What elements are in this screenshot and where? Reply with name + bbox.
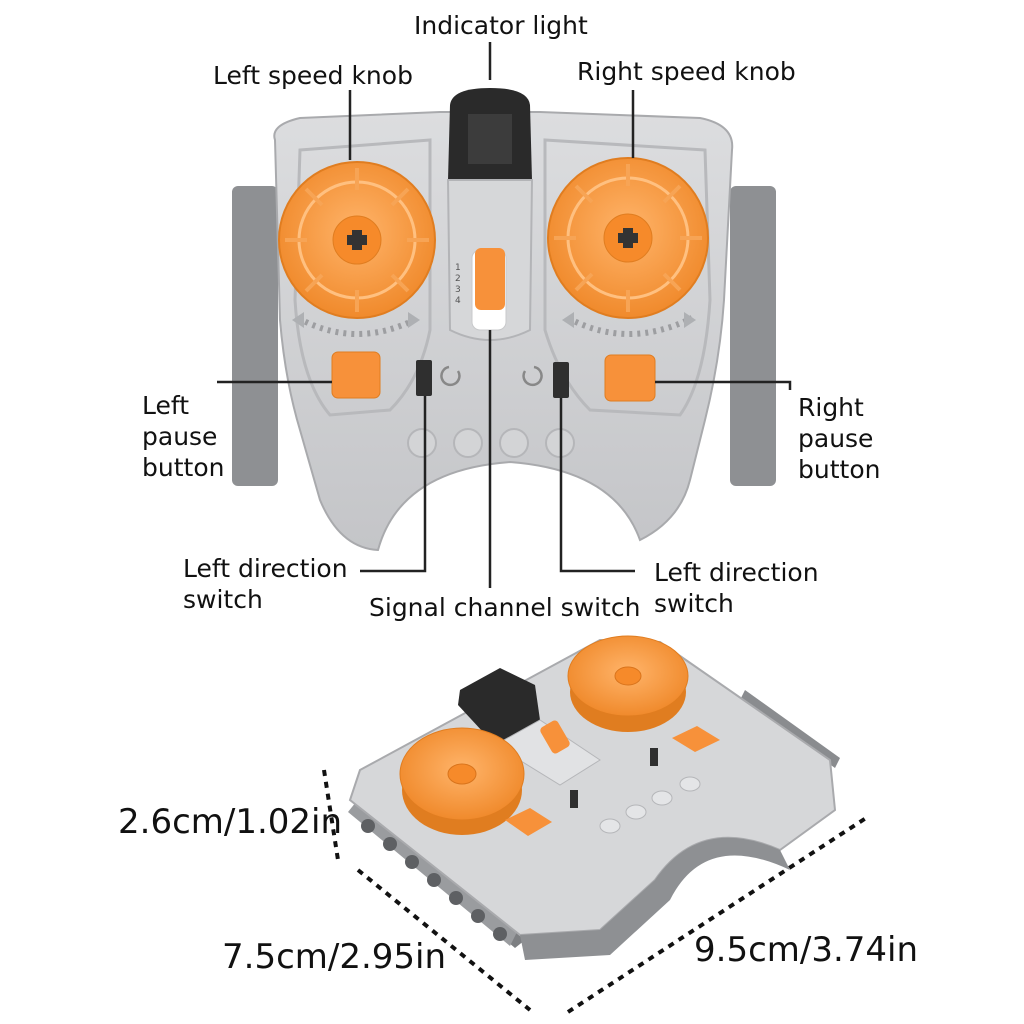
leader-lines	[217, 42, 792, 588]
left-panel-ridge	[293, 138, 432, 417]
iso-right-direction-switch	[650, 748, 658, 766]
iso-left-knob	[399, 727, 525, 835]
channel-number: 4	[455, 296, 461, 306]
rotate-icon	[440, 365, 461, 387]
label-left-pause-button: Left pause button	[142, 391, 225, 482]
label-left-direction-switch: Left direction switch	[183, 554, 348, 614]
label-right-speed-knob: Right speed knob	[577, 57, 796, 86]
right-panel-ridge	[543, 138, 712, 417]
left-side-rail	[232, 186, 278, 486]
scale-arrow-icon	[292, 312, 304, 328]
right-side-rail	[730, 186, 776, 486]
scale-arrow-icon	[562, 312, 574, 328]
label-left-speed-knob: Left speed knob	[213, 61, 413, 90]
label-indicator-light: Indicator light	[414, 11, 588, 40]
iso-left-direction-switch	[570, 790, 578, 808]
scale-arrow-icon	[408, 312, 420, 328]
iso-rail-holes	[361, 819, 507, 941]
dimension-width: 7.5cm/2.95in	[222, 937, 447, 977]
dimension-height: 2.6cm/1.02in	[118, 802, 343, 842]
rotate-icon	[522, 365, 543, 387]
indicator-window	[468, 114, 512, 164]
remote-iso-view	[348, 635, 840, 960]
channel-number: 3	[455, 285, 461, 295]
label-signal-channel-switch: Signal channel switch	[369, 593, 641, 622]
iso-right-pause-button	[672, 726, 720, 752]
iso-body-side	[520, 837, 790, 960]
iso-channel-switch	[540, 720, 570, 754]
iso-indicator-light	[458, 668, 540, 745]
remote-front-view: 1 2 3 4	[232, 88, 776, 552]
left-direction-switch[interactable]	[416, 360, 432, 396]
channel-number: 1	[455, 263, 461, 273]
iso-left-pause-button	[505, 808, 552, 836]
iso-right-knob	[567, 635, 689, 732]
right-knob-scale	[566, 315, 694, 337]
dimension-length: 9.5cm/3.74in	[694, 930, 919, 970]
channel-number: 2	[455, 274, 461, 284]
iso-left-rail-top	[348, 797, 520, 946]
scale-arrow-icon	[684, 312, 696, 328]
iso-studs	[599, 776, 701, 834]
right-speed-knob[interactable]	[547, 157, 709, 319]
iso-channel-slot	[494, 719, 601, 786]
left-pause-button[interactable]	[331, 351, 381, 399]
left-speed-knob[interactable]	[278, 161, 436, 319]
label-right-direction-switch: Left direction switch	[654, 558, 819, 618]
signal-channel-switch[interactable]	[475, 248, 505, 310]
label-right-pause-button: Right pause button	[798, 393, 881, 484]
right-pause-button[interactable]	[604, 354, 656, 402]
dimension-lines	[322, 769, 868, 1014]
right-direction-switch[interactable]	[553, 362, 569, 398]
